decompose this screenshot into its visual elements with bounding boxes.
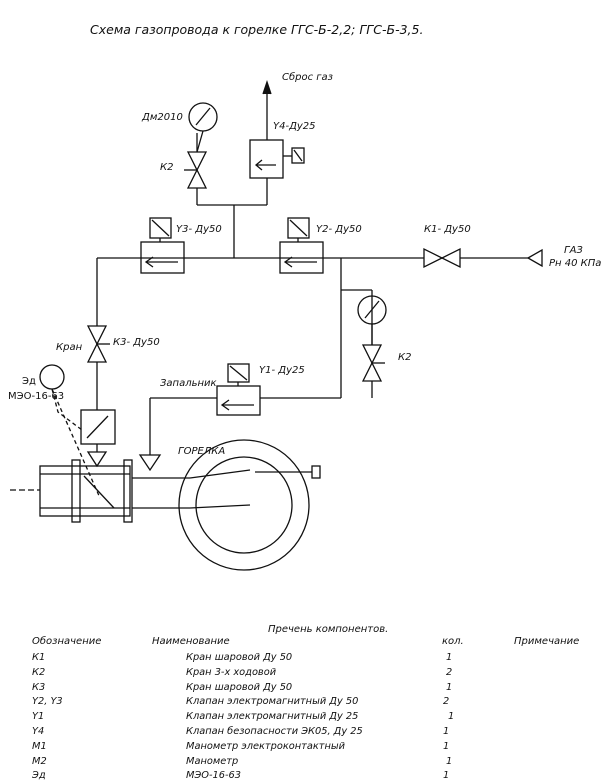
col-header-note: Примечание (514, 636, 580, 647)
component-name: Кран шаровой Ду 50 (186, 652, 293, 663)
label-zapalnik: Запальник (160, 378, 217, 389)
electric-drive-ed-icon (39, 364, 65, 390)
component-qty: 2 (443, 696, 450, 708)
component-code: Y2, Y3 (32, 696, 63, 708)
component-qty: 1 (446, 681, 453, 693)
component-name: Клапан электромагнитный Ду 25 (186, 711, 359, 723)
table-row: М1 Манометр электроконтактный 1 (0, 741, 608, 755)
component-qty: 1 (443, 740, 450, 752)
label-k1: К1- Ду50 (424, 224, 471, 235)
component-qty: 1 (443, 726, 450, 737)
component-qty: 1 (448, 711, 455, 723)
table-row: К1 Кран шаровой Ду 50 1 (0, 652, 608, 666)
diagram-title: Схема газопровода к горелке ГГС-Б-2,2; Г… (90, 22, 424, 37)
label-k2-top: К2 (160, 162, 174, 173)
table-row: Y1 Клапан электромагнитный Ду 25 1 (0, 711, 608, 725)
component-code: Эд (32, 770, 46, 782)
label-k3: К3- Ду50 (113, 337, 160, 348)
table-row: К3 Кран шаровой Ду 50 1 (0, 682, 608, 696)
component-name: Кран 3-х ходовой (186, 666, 277, 678)
gas-inlet-icon (526, 248, 543, 268)
label-gorelka: ГОРЕЛКА (178, 446, 226, 457)
component-code: Y1 (32, 711, 45, 723)
label-gas-vent: Сброс газ (282, 72, 333, 83)
component-name: МЭО-16-63 (186, 770, 242, 782)
col-header-code: Обозначение (32, 636, 102, 647)
component-name: Манометр электроконтактный (186, 740, 345, 752)
valve-k2-top-icon (184, 151, 208, 189)
label-y3: Y3- Ду50 (176, 224, 222, 235)
valve-k3-icon (86, 325, 110, 363)
valve-y1-icon (216, 363, 261, 416)
component-qty: 1 (446, 652, 453, 663)
valve-y4-icon (249, 139, 305, 179)
component-code: М1 (32, 740, 47, 752)
label-gauge-dm: Дм2010 (142, 112, 183, 123)
component-code: М2 (32, 755, 47, 767)
label-k2-right: К2 (398, 352, 412, 363)
component-qty: 1 (443, 770, 450, 782)
component-qty: 2 (446, 666, 453, 678)
label-kran: Кран (56, 342, 83, 353)
component-code: Y4 (32, 726, 45, 737)
table-row: Y2, Y3 Клапан электромагнитный Ду 50 2 (0, 696, 608, 710)
component-name: Клапан электромагнитный Ду 50 (186, 696, 359, 708)
label-pressure: Рн 40 КПа (549, 258, 602, 269)
pilot-nozzle-icon (138, 454, 162, 472)
table-row: Y4 Клапан безопасности ЭК05, Ду 25 1 (0, 726, 608, 740)
label-y2: Y2- Ду50 (316, 224, 362, 235)
col-header-qty: кол. (442, 636, 464, 647)
table-row: М2 Манометр 1 (0, 756, 608, 770)
valve-y2-icon (279, 217, 324, 274)
table-row: К2 Кран 3-х ходовой 2 (0, 667, 608, 681)
table-row: Эд МЭО-16-63 1 (0, 770, 608, 784)
component-name: Манометр (186, 755, 239, 767)
throttle-damper-icon (80, 409, 116, 468)
col-header-name: Наименование (152, 636, 230, 647)
label-ed: Эд (22, 376, 36, 387)
burner-body (10, 439, 321, 571)
component-code: К2 (32, 666, 46, 678)
vent-arrow (262, 79, 272, 95)
component-name: Кран шаровой Ду 50 (186, 681, 293, 693)
components-list-title: Пречень компонентов. (268, 624, 389, 635)
component-qty: 1 (446, 755, 453, 767)
label-y1: Y1- Ду25 (259, 365, 305, 376)
label-y4: Y4-Ду25 (273, 121, 316, 132)
valve-k1-icon (423, 247, 461, 269)
valve-y3-icon (140, 217, 185, 274)
label-meo: МЭО-16-63 (8, 391, 65, 402)
component-code: К1 (32, 652, 46, 663)
valve-k2-right-icon (361, 344, 385, 382)
label-gas: ГАЗ (564, 245, 583, 256)
component-name: Клапан безопасности ЭК05, Ду 25 (186, 726, 363, 737)
component-code: К3 (32, 681, 46, 693)
